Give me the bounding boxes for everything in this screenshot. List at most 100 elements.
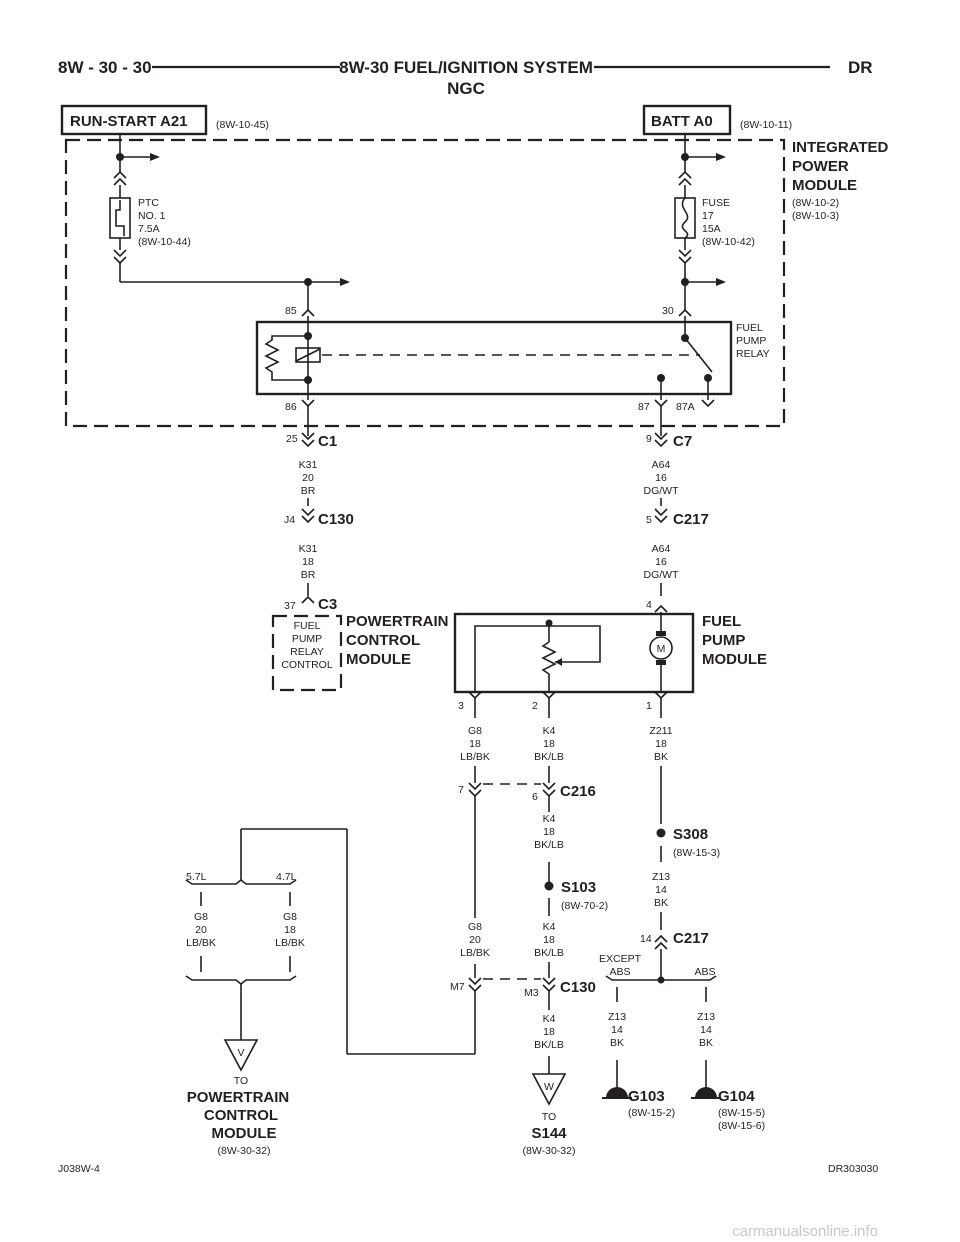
wire-k31a-3: BR <box>301 485 316 497</box>
wire-k4b-3: BK/LB <box>534 839 564 851</box>
g103-ref: (8W-15-2) <box>628 1107 675 1119</box>
footer-left: J038W-4 <box>58 1163 100 1175</box>
wire-z211-2: 18 <box>655 738 667 750</box>
ipm-boundary <box>64 138 786 428</box>
wire-z13c-3: BK <box>699 1037 713 1049</box>
wire-k31a-2: 20 <box>302 472 314 484</box>
c216-pin-left: 7 <box>458 784 464 796</box>
motor-label: M <box>657 643 666 655</box>
wire-k4c-2: 18 <box>543 934 555 946</box>
pcm-boundary <box>271 614 343 692</box>
wire-g8-57-2: 20 <box>195 924 207 936</box>
to-pcm-arrow-icon <box>223 1039 259 1072</box>
fpm-title-2: PUMP <box>702 632 745 649</box>
ptc-label-2: NO. 1 <box>138 210 166 222</box>
s103-ref: (8W-70-2) <box>561 900 608 912</box>
fuel-pump-relay-box <box>255 320 733 396</box>
abs-label: ABS <box>694 966 715 978</box>
wire-g8-47-2: 18 <box>284 924 296 936</box>
fpm-title-3: MODULE <box>702 651 767 668</box>
batt-label: BATT A0 <box>651 113 713 130</box>
c216-label: C216 <box>560 783 596 800</box>
c130a-pin: J4 <box>284 514 295 526</box>
pcm-inner-1: FUEL <box>294 620 321 632</box>
wire-g8-47-3: LB/BK <box>275 937 305 949</box>
s308-label: S308 <box>673 826 708 843</box>
fpm-pin-3: 3 <box>458 700 464 712</box>
wire-z13b-2: 14 <box>611 1024 623 1036</box>
wire-z13a-2: 14 <box>655 884 667 896</box>
wire-k4b-1: K4 <box>543 813 556 825</box>
c217b-pin: 14 <box>640 933 652 945</box>
ipm-title-2: POWER <box>792 158 849 175</box>
ipm-title-3: MODULE <box>792 177 857 194</box>
relay-pin-87a: 87A <box>676 401 695 413</box>
g104-label: G104 <box>718 1088 755 1105</box>
fpm-pin-4: 4 <box>646 599 652 611</box>
relay-label-3: RELAY <box>736 348 770 360</box>
wire-k4a-2: 18 <box>543 738 555 750</box>
wire-k31b-2: 18 <box>302 556 314 568</box>
to-s144-ref: (8W-30-32) <box>523 1145 576 1157</box>
ptc-label-3: 7.5A <box>138 223 160 235</box>
wire-z211-3: BK <box>654 751 668 763</box>
fuse-label-4: (8W-10-42) <box>702 236 755 248</box>
c217a-pin: 5 <box>646 514 652 526</box>
batt-ref: (8W-10-11) <box>740 119 792 131</box>
relay-pin-86: 86 <box>285 401 297 413</box>
c130a-label: C130 <box>318 511 354 528</box>
wire-k4d-3: BK/LB <box>534 1039 564 1051</box>
c1-pin: 25 <box>286 433 298 445</box>
wire-g8-57-1: G8 <box>194 911 208 923</box>
c217b-label: C217 <box>673 930 709 947</box>
fuse-label-3: 15A <box>702 223 721 235</box>
pcm-title-3: MODULE <box>346 651 411 668</box>
page-subtitle: NGC <box>447 79 485 98</box>
ipm-ref-1: (8W-10-2) <box>792 197 839 209</box>
c1-label: C1 <box>318 433 337 450</box>
fuse-label-1: FUSE <box>702 197 730 209</box>
wire-k4c-3: BK/LB <box>534 947 564 959</box>
to-pcm-title-2: CONTROL <box>204 1107 278 1124</box>
pcm-inner-3: RELAY <box>290 646 324 658</box>
c217a-label: C217 <box>673 511 709 528</box>
wire-k4c-1: K4 <box>543 921 556 933</box>
to-pcm-title-1: POWERTRAIN <box>187 1089 290 1106</box>
relay-pin-87: 87 <box>638 401 650 413</box>
relay-label-1: FUEL <box>736 322 763 334</box>
g104-ref-2: (8W-15-6) <box>718 1120 765 1132</box>
fuel-pump-module-box <box>453 612 695 694</box>
relay-pin-30: 30 <box>662 305 674 317</box>
fpm-pin-2: 2 <box>532 700 538 712</box>
wire-k4a-3: BK/LB <box>534 751 564 763</box>
c7-pin: 9 <box>646 433 652 445</box>
wire-k31b-1: K31 <box>299 543 318 555</box>
c3-pin: 37 <box>284 600 296 612</box>
wire-z13c-1: Z13 <box>697 1011 715 1023</box>
fuse-label-2: 17 <box>702 210 714 222</box>
to-s144-title: S144 <box>531 1125 567 1142</box>
wire-k31b-3: BR <box>301 569 316 581</box>
to-pcm-title-3: MODULE <box>212 1125 277 1142</box>
wire-z13a-1: Z13 <box>652 871 670 883</box>
c130b-label: C130 <box>560 979 596 996</box>
ipm-ref-2: (8W-10-3) <box>792 210 839 222</box>
run-start-label: RUN-START A21 <box>70 113 188 130</box>
run-start-box <box>60 104 208 136</box>
wire-a64b-2: 16 <box>655 556 667 568</box>
pcm-title-2: CONTROL <box>346 632 420 649</box>
wire-g8c-3: LB/BK <box>460 947 490 959</box>
wire-g8a-3: LB/BK <box>460 751 490 763</box>
wire-a64a-3: DG/WT <box>644 485 680 497</box>
wire-g8c-2: 20 <box>469 934 481 946</box>
to-pcm-ref: (8W-30-32) <box>218 1145 271 1157</box>
to-s144-to: TO <box>542 1111 556 1123</box>
s308-ref: (8W-15-3) <box>673 847 720 859</box>
pcm-inner-2: PUMP <box>292 633 322 645</box>
to-pcm-to: TO <box>234 1075 248 1087</box>
c7-label: C7 <box>673 433 692 450</box>
vehicle-code: DR <box>848 58 873 77</box>
c216-pin-right: 6 <box>532 791 538 803</box>
ipm-title-1: INTEGRATED <box>792 139 889 156</box>
wire-z211-1: Z211 <box>649 725 672 737</box>
